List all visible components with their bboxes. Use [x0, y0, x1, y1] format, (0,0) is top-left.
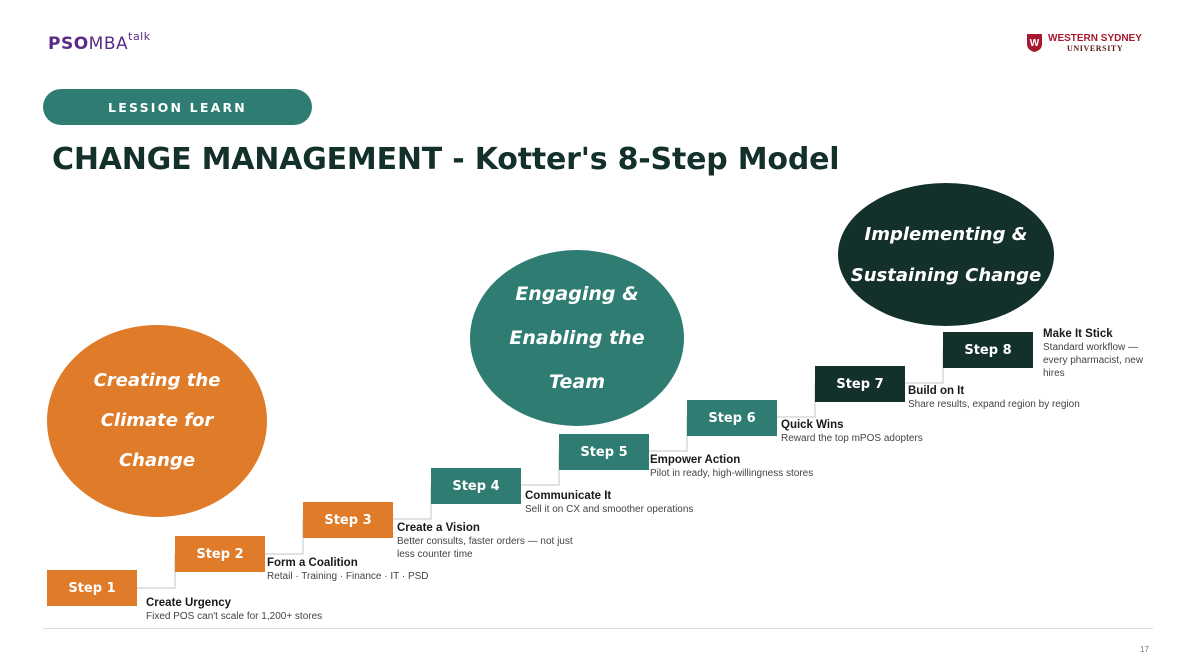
connector-1-2 [137, 554, 176, 589]
step-1-title: Create Urgency [146, 597, 232, 609]
step-2-text: Retail · Training · Finance · IT · PSD [267, 571, 429, 582]
step-2-box: Step 2 [175, 536, 265, 572]
step-4-text: Sell it on CX and smoother operations [525, 504, 694, 515]
step-3-box: Step 3 [303, 502, 393, 538]
step-6-box: Step 6 [687, 400, 777, 436]
connector-3-4 [393, 485, 432, 520]
phase-label-3: Implementing & Sustaining Change [850, 223, 1042, 286]
step-3-description: Create a Vision Better consults, faster … [397, 521, 573, 561]
phase-circle-engaging: Engaging & Enabling the Team [470, 250, 684, 426]
logo-pso-text: PSO [48, 34, 89, 54]
step-7-description: Build on It Share results, expand region… [908, 384, 1080, 411]
step-5-description: Empower Action Pilot in ready, high-will… [650, 453, 813, 480]
step-2-title: Form a Coalition [267, 557, 358, 569]
step-8-title: Make It Stick [1043, 328, 1113, 340]
step-3-text: Better consults, faster orders — not jus… [397, 536, 573, 560]
phase-circle-implementing: Implementing & Sustaining Change [838, 183, 1054, 326]
wsu-name-line2: UNIVERSITY [1067, 44, 1124, 53]
phase-circle-climate: Creating the Climate for Change [47, 325, 267, 517]
connector-6-7 [777, 383, 816, 418]
university-shield-icon: W [1027, 34, 1042, 52]
step-4-description: Communicate It Sell it on CX and smoothe… [525, 489, 693, 516]
connector-5-6 [649, 417, 688, 452]
step-7-box: Step 7 [815, 366, 905, 402]
step-8-box: Step 8 [943, 332, 1033, 368]
connector-2-3 [265, 519, 304, 555]
step-6-description: Quick Wins Reward the top mPOS adopters [781, 418, 923, 445]
step-5-box: Step 5 [559, 434, 649, 470]
connector-4-5 [521, 451, 560, 486]
step-1-description: Create Urgency Fixed POS can't scale for… [146, 596, 322, 623]
step-6-text: Reward the top mPOS adopters [781, 433, 923, 444]
step-8-description: Make It Stick Standard workflow — every … [1043, 327, 1143, 380]
footer-divider [43, 628, 1153, 629]
step-2-description: Form a Coalition Retail · Training · Fin… [267, 556, 429, 583]
logo-mba-text: MBA [88, 34, 129, 54]
connector-7-8 [905, 349, 944, 384]
step-1-text: Fixed POS can't scale for 1,200+ stores [146, 611, 323, 622]
step-5-text: Pilot in ready, high-willingness stores [650, 468, 814, 479]
phase-label-1: Creating the Climate for Change [93, 370, 221, 471]
page-title: CHANGE MANAGEMENT - Kotter's 8-Step Mode… [52, 142, 840, 177]
step-6-title: Quick Wins [781, 419, 844, 431]
step-7-title: Build on It [908, 385, 965, 397]
western-sydney-university-logo: W WESTERN SYDNEY UNIVERSITY [1027, 33, 1152, 55]
step-5-title: Empower Action [650, 454, 741, 466]
step-8-text: Standard workflow — every pharmacist, ne… [1043, 342, 1144, 379]
section-label-pill: LESSION LEARN [43, 89, 312, 125]
step-7-text: Share results, expand region by region [908, 399, 1080, 410]
phase-label-2: Engaging & Enabling the Team [509, 283, 645, 393]
wsu-name-line1: WESTERN SYDNEY [1048, 33, 1142, 44]
pso-mba-talk-logo: PSOMBAtalk [48, 30, 151, 54]
step-4-box: Step 4 [431, 468, 521, 504]
step-4-title: Communicate It [525, 490, 612, 502]
shield-letter: W [1030, 38, 1040, 49]
page-number: 17 [1140, 645, 1149, 654]
logo-talk-text: talk [128, 30, 151, 43]
step-1-box: Step 1 [47, 570, 137, 606]
step-3-title: Create a Vision [397, 522, 480, 534]
